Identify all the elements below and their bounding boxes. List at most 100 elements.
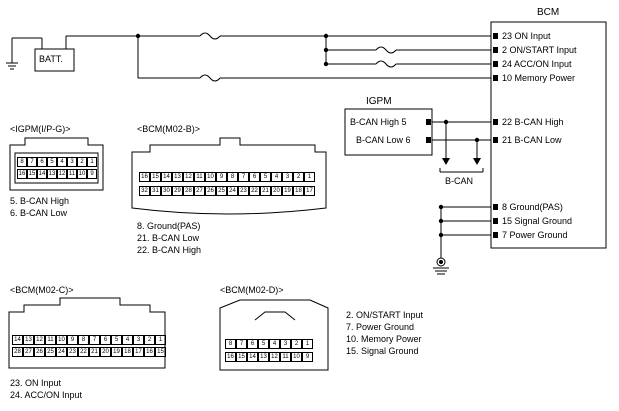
bcm-pin-2: 2 ON/START Input xyxy=(502,45,577,55)
igpm-pin-6: B-CAN Low 6 xyxy=(356,135,411,145)
pin: 9 xyxy=(216,172,227,182)
pin: 16 xyxy=(144,347,155,357)
pin: 10 xyxy=(291,352,302,362)
pin: 23 xyxy=(238,186,249,196)
pin: 24 xyxy=(227,186,238,196)
bcm-box xyxy=(490,21,607,249)
pin: 22 xyxy=(78,347,89,357)
pin: 11 xyxy=(67,169,77,179)
pin: 23 xyxy=(67,347,78,357)
pin: 9 xyxy=(87,169,97,179)
pin: 10 xyxy=(205,172,216,182)
pin: 3 xyxy=(282,172,293,182)
pin: 2 xyxy=(291,339,302,349)
pin: 12 xyxy=(183,172,194,182)
pin: 6 xyxy=(37,157,47,167)
bcm-m02c-note-2: 24. ACC/ON Input xyxy=(10,390,83,400)
pin: 2 xyxy=(77,157,87,167)
bcm-m02b-note-1: 8. Ground(PAS) xyxy=(137,221,201,231)
pin: 13 xyxy=(258,352,269,362)
pin: 3 xyxy=(133,335,144,345)
pin: 11 xyxy=(45,335,56,345)
pin: 2 xyxy=(144,335,155,345)
bcm-pin-24: 24 ACC/ON Input xyxy=(502,59,572,69)
bcm-pin-22: 22 B-CAN High xyxy=(502,117,564,127)
pin: 18 xyxy=(122,347,133,357)
bcm-m02d-title: <BCM(M02-D)> xyxy=(220,285,284,295)
bcm-m02d-note-2: 7. Power Ground xyxy=(346,322,415,332)
bcm-title: BCM xyxy=(537,7,560,18)
pin: 20 xyxy=(271,186,282,196)
pin: 3 xyxy=(67,157,77,167)
pin: 7 xyxy=(89,335,100,345)
pin: 5 xyxy=(260,172,271,182)
pin: 12 xyxy=(34,335,45,345)
bcm-pin-7: 7 Power Ground xyxy=(502,230,568,240)
bcm-m02b-note-2: 21. B-CAN Low xyxy=(137,233,200,243)
pin: 10 xyxy=(56,335,67,345)
pin: 30 xyxy=(161,186,172,196)
igpm-ipg-pin-grid: 8 7 6 5 4 3 2 1 16 15 14 13 12 11 10 9 xyxy=(17,157,97,179)
pin: 4 xyxy=(269,339,280,349)
batt-label: BATT. xyxy=(39,54,63,64)
pin: 16 xyxy=(225,352,236,362)
pin: 6 xyxy=(249,172,260,182)
pin: 15 xyxy=(155,347,166,357)
pin: 15 xyxy=(236,352,247,362)
pin: 8 xyxy=(17,157,27,167)
pin: 8 xyxy=(227,172,238,182)
pin: 6 xyxy=(100,335,111,345)
pin: 20 xyxy=(100,347,111,357)
igpm-ipg-note-1: 5. B-CAN High xyxy=(10,196,70,206)
pin: 28 xyxy=(183,186,194,196)
pin: 7 xyxy=(236,339,247,349)
pin: 9 xyxy=(302,352,313,362)
pin: 17 xyxy=(304,186,315,196)
pin: 1 xyxy=(87,157,97,167)
pin: 13 xyxy=(47,169,57,179)
bcm-m02b-title: <BCM(M02-B)> xyxy=(137,124,201,134)
pin: 28 xyxy=(12,347,23,357)
pin: 14 xyxy=(37,169,47,179)
pin: 19 xyxy=(282,186,293,196)
pin: 24 xyxy=(56,347,67,357)
pin: 18 xyxy=(293,186,304,196)
pin: 4 xyxy=(271,172,282,182)
pin: 8 xyxy=(225,339,236,349)
igpm-pin-5: B-CAN High 5 xyxy=(350,117,407,127)
pin: 5 xyxy=(258,339,269,349)
bcm-m02d-note-4: 15. Signal Ground xyxy=(346,346,419,356)
pin: 5 xyxy=(111,335,122,345)
igpm-box xyxy=(344,108,433,156)
pin: 12 xyxy=(57,169,67,179)
pin: 32 xyxy=(139,186,150,196)
pin: 26 xyxy=(205,186,216,196)
igpm-ipg-title: <IGPM(I/P-G)> xyxy=(10,124,71,134)
pin: 7 xyxy=(27,157,37,167)
igpm-title: IGPM xyxy=(366,96,392,107)
pin: 22 xyxy=(249,186,260,196)
pin: 29 xyxy=(172,186,183,196)
pin: 12 xyxy=(269,352,280,362)
bcm-pin-15: 15 Signal Ground xyxy=(502,216,573,226)
bcm-m02b-note-3: 22. B-CAN High xyxy=(137,245,202,255)
pin: 21 xyxy=(260,186,271,196)
pin: 3 xyxy=(280,339,291,349)
bcm-m02c-note-1: 23. ON Input xyxy=(10,378,62,388)
pin: 14 xyxy=(12,335,23,345)
pin: 2 xyxy=(293,172,304,182)
pin: 1 xyxy=(304,172,315,182)
pin: 15 xyxy=(27,169,37,179)
pin: 14 xyxy=(247,352,258,362)
pin: 10 xyxy=(77,169,87,179)
pin: 13 xyxy=(23,335,34,345)
